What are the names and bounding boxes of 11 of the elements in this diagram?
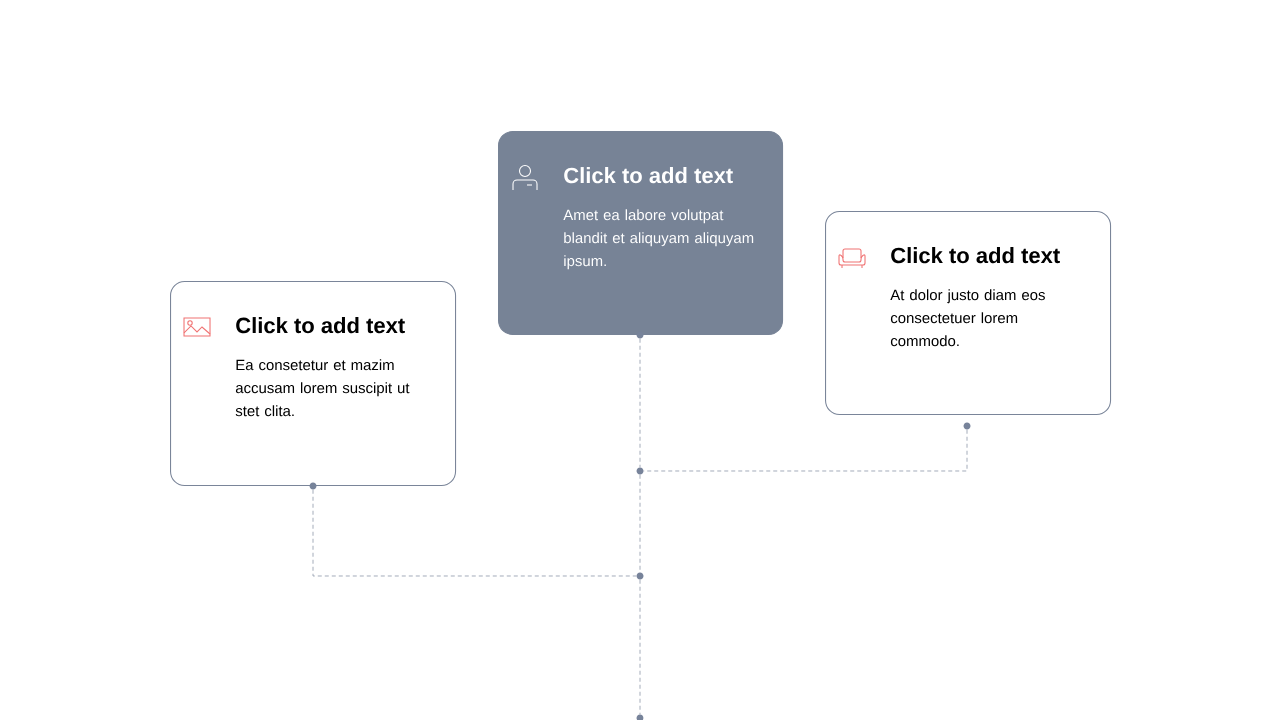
card-text: Ea consetetur et mazim accusam lorem suscipit ut stet clita.	[235, 359, 410, 417]
card-title: Click to add text	[564, 167, 733, 184]
connector-line	[312, 489, 637, 577]
card-text: At dolor justo diam eos consectetuer lorem commodo.	[890, 289, 1045, 347]
connector-line	[639, 474, 641, 573]
card-title: Click to add text	[891, 247, 1060, 264]
connector-line	[639, 338, 641, 468]
card-text: Amet ea labore volutpat blandit et aliquyam aliquyam ipsum.	[563, 209, 754, 270]
card-title: Click to add text	[236, 317, 405, 334]
connector-line	[639, 579, 641, 715]
connector-line	[643, 429, 968, 472]
